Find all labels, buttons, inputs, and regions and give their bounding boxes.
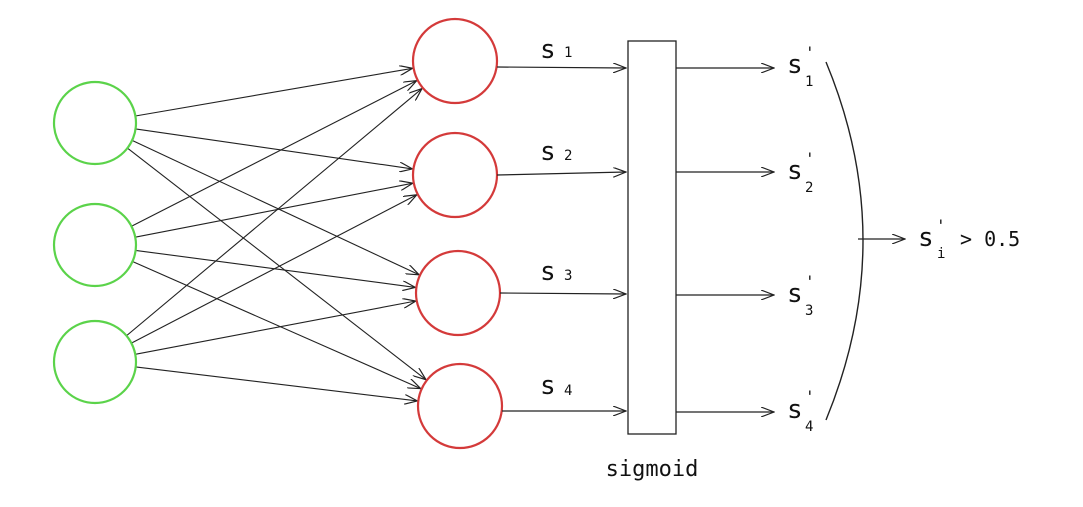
edge-input2-hidden1 xyxy=(131,81,417,227)
edge-input3-hidden3 xyxy=(135,301,416,355)
hidden-node-1 xyxy=(411,17,499,105)
edge-input2-hidden2 xyxy=(135,183,413,238)
edge-input3-hidden1 xyxy=(126,89,423,337)
arrow-hidden2-to-sigmoid xyxy=(496,172,626,175)
input-to-hidden-edges xyxy=(126,68,427,401)
svg-text:2: 2 xyxy=(805,180,813,196)
output-label-out-4: s ' 4 xyxy=(787,387,815,435)
svg-text:s: s xyxy=(918,223,934,253)
edge-input1-hidden4 xyxy=(127,147,426,380)
input-layer xyxy=(52,80,138,405)
edge-input2-hidden3 xyxy=(135,249,416,287)
input-node-1 xyxy=(52,80,138,166)
svg-text:s: s xyxy=(787,50,803,80)
svg-text:': ' xyxy=(805,272,815,291)
arrow-hidden1-to-sigmoid xyxy=(496,67,626,68)
edge-input3-hidden4 xyxy=(135,366,418,401)
svg-text:s: s xyxy=(540,371,556,401)
svg-text:s: s xyxy=(787,395,803,425)
output-label-out-1: s ' 1 xyxy=(787,43,815,90)
result-label: s ' i > 0.5 xyxy=(918,216,1020,262)
sigmoid-box xyxy=(627,40,677,435)
svg-text:1: 1 xyxy=(805,74,813,90)
svg-text:': ' xyxy=(805,149,815,168)
hidden-layer xyxy=(411,17,504,450)
svg-text:> 0.5: > 0.5 xyxy=(960,227,1020,251)
hidden-node-3 xyxy=(414,249,502,337)
hidden-node-2 xyxy=(411,131,499,219)
output-label-out-3: s ' 3 xyxy=(787,272,815,319)
arrow-hidden3-to-sigmoid xyxy=(499,293,626,294)
input-node-2 xyxy=(52,202,138,288)
svg-text:i: i xyxy=(937,246,945,262)
svg-text:3: 3 xyxy=(564,268,572,284)
svg-text:3: 3 xyxy=(805,303,813,319)
sigmoid-to-output-arrows xyxy=(676,68,774,412)
edge-input1-hidden3 xyxy=(131,139,419,274)
edge-input2-hidden4 xyxy=(132,260,421,389)
edge-input1-hidden2 xyxy=(135,128,413,169)
svg-text:s: s xyxy=(540,35,556,65)
output-label-in-3: s 3 xyxy=(540,257,572,287)
output-label-out-2: s ' 2 xyxy=(787,149,815,196)
output-label-in-4: s 4 xyxy=(540,371,572,401)
output-label-in-2: s 2 xyxy=(540,137,572,167)
svg-text:1: 1 xyxy=(564,45,572,61)
aggregation-bracket xyxy=(825,61,864,421)
edge-input1-hidden1 xyxy=(135,68,412,117)
svg-text:s: s xyxy=(787,279,803,309)
svg-text:4: 4 xyxy=(805,419,813,435)
input-node-3 xyxy=(52,319,138,405)
svg-text:': ' xyxy=(936,216,946,235)
sigmoid-label: sigmoid xyxy=(606,457,699,482)
output-label-in-1: s 1 xyxy=(540,35,572,65)
svg-text:s: s xyxy=(540,257,556,287)
edge-input3-hidden2 xyxy=(131,195,416,344)
svg-text:2: 2 xyxy=(564,148,572,164)
svg-text:s: s xyxy=(540,137,556,167)
svg-text:s: s xyxy=(787,156,803,186)
svg-text:': ' xyxy=(805,387,815,406)
svg-text:': ' xyxy=(805,43,815,62)
hidden-node-4 xyxy=(416,362,504,450)
svg-text:4: 4 xyxy=(564,383,572,399)
hidden-to-sigmoid-arrows xyxy=(496,67,626,411)
